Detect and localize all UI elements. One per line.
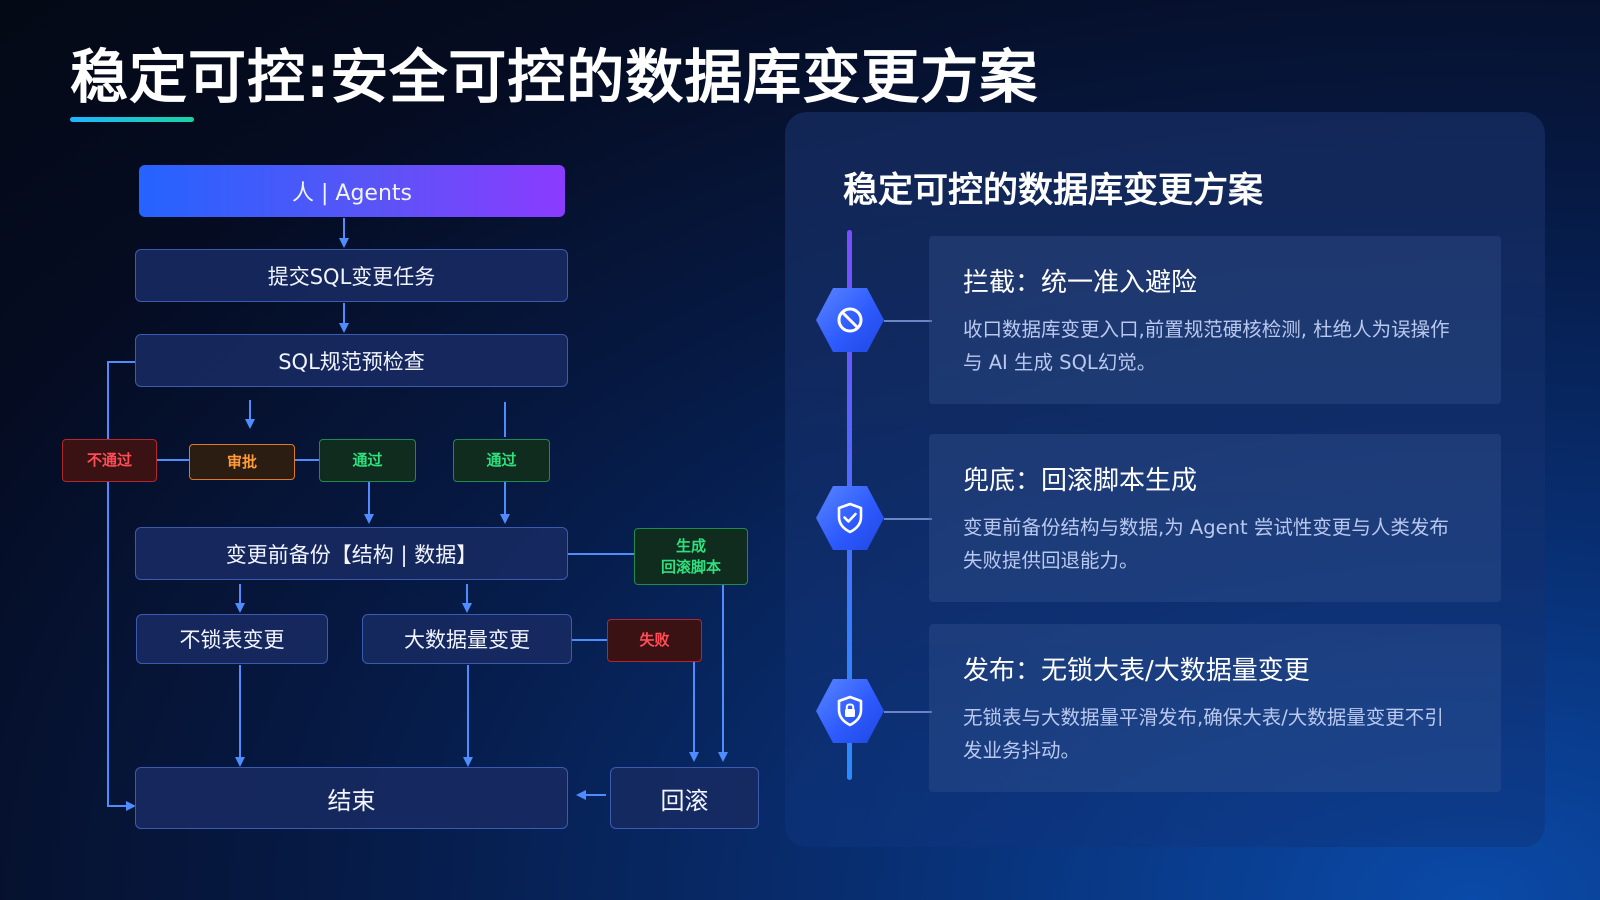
tag-generate-rollback-line1: 生成 [675,536,706,555]
card-intercept: 拦截：统一准入避险 收口数据库变更入口,前置规范硬核检测, 杜绝人为误操作与 A… [929,236,1501,404]
node-backup: 变更前备份【结构 | 数据】 [135,527,568,580]
tag-pass-1: 通过 [319,439,416,482]
tag-reject: 不通过 [62,439,157,482]
tag-fail: 失败 [607,619,702,662]
node-rollback: 回滚 [610,767,759,829]
card-release: 发布：无锁大表/大数据量变更 无锁表与大数据量平滑发布,确保大表/大数据量变更不… [929,624,1501,792]
solution-panel: 稳定可控的数据库变更方案 拦截：统一准入避险 收口数据库变更入口,前置规范硬核检… [785,112,1545,847]
timeline-tick [884,320,932,322]
node-bigdata-change: 大数据量变更 [362,614,572,664]
tag-pass-2: 通过 [453,439,550,482]
tag-approve: 审批 [189,444,295,480]
tag-generate-rollback-line2: 回滚脚本 [660,557,721,576]
ban-icon [816,288,884,352]
tag-generate-rollback: 生成 回滚脚本 [634,528,748,585]
card-title: 拦截：统一准入避险 [963,268,1198,298]
node-agents: 人 | Agents [139,165,565,217]
shield-lock-icon [816,679,884,743]
node-nolock-change: 不锁表变更 [136,614,328,664]
title-underline [70,117,194,122]
card-title: 发布：无锁大表/大数据量变更 [963,656,1310,686]
flow-connectors [107,218,728,811]
shield-check-icon [816,486,884,550]
card-fallback: 兜底：回滚脚本生成 变更前备份结构与数据,为 Agent 尝试性变更与人类发布失… [929,434,1501,602]
panel-title: 稳定可控的数据库变更方案 [843,171,1264,211]
card-text: 变更前备份结构与数据,为 Agent 尝试性变更与人类发布失败提供回退能力。 [963,516,1449,572]
node-end: 结束 [135,767,568,829]
timeline-tick [884,518,932,520]
node-sql-precheck: SQL规范预检查 [135,334,568,387]
flow-diagram: 人 | Agents 提交SQL变更任务 SQL规范预检查 不通过 审批 通过 … [0,0,780,900]
card-text: 无锁表与大数据量平滑发布,确保大表/大数据量变更不引发业务抖动。 [963,706,1444,762]
card-title: 兜底：回滚脚本生成 [963,466,1198,496]
timeline-tick [884,711,932,713]
page-title: 稳定可控:安全可控的数据库变更方案 [70,43,1039,111]
node-submit-sql: 提交SQL变更任务 [135,249,568,302]
card-text: 收口数据库变更入口,前置规范硬核检测, 杜绝人为误操作与 AI 生成 SQL幻觉… [963,318,1450,374]
